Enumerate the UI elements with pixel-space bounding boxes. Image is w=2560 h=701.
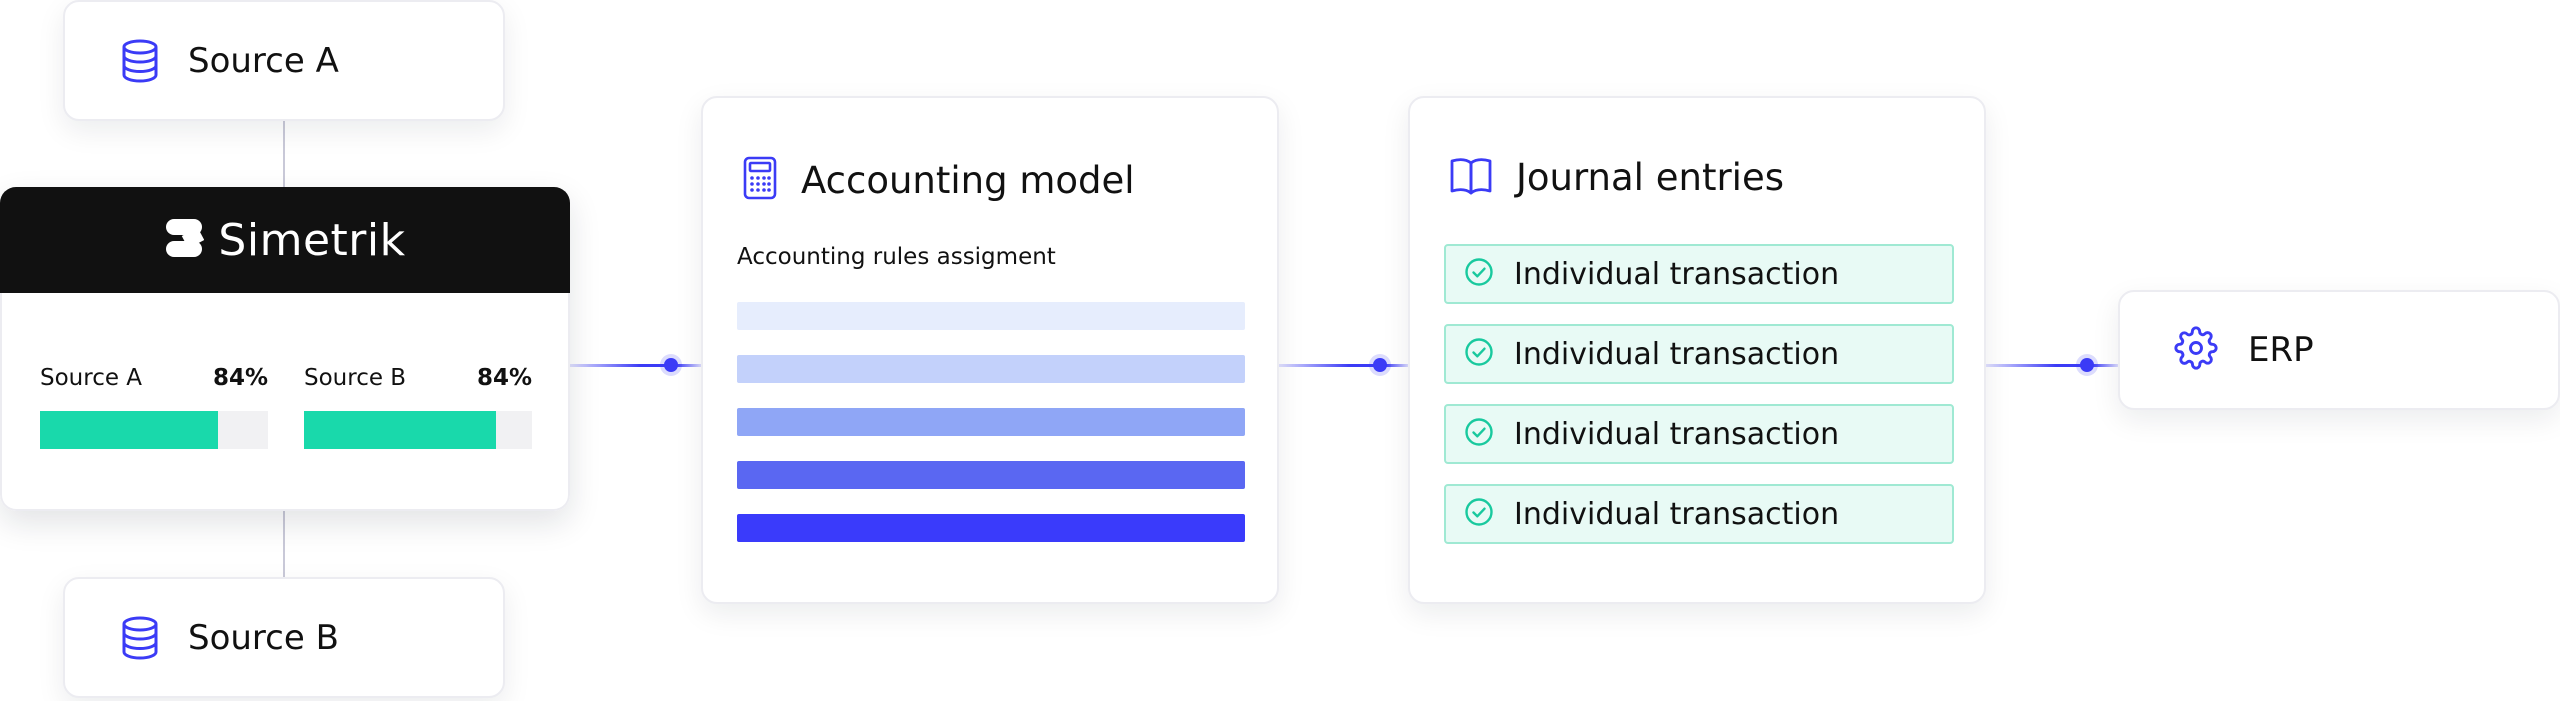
journal-entry: Individual transaction [1444,404,1954,464]
journal-entry-label: Individual transaction [1514,496,1840,532]
journal-entries-card: Journal entries Individual transaction I… [1408,96,1986,604]
source-a-card: Source A [63,0,505,121]
progress-fill [40,411,218,449]
journal-entry: Individual transaction [1444,324,1954,384]
accounting-title: Accounting model [801,158,1135,202]
metric-percent: 84% [212,365,268,391]
journal-entry-label: Individual transaction [1514,416,1840,452]
open-book-icon [1450,157,1492,199]
journal-title-row: Journal entries [1450,156,1784,199]
simetrik-body: Source A 84% Source B 84% [0,293,570,511]
connector-journal-erp [1986,364,2086,367]
connector-simetrik-accounting [570,364,670,367]
connector-source-b [283,510,285,578]
simetrik-header: Simetrik [0,187,570,293]
accounting-model-card: Accounting model Accounting rules assigm… [701,96,1279,604]
journal-entry: Individual transaction [1444,484,1954,544]
source-b-card: Source B [63,577,505,698]
gear-icon [2174,326,2218,374]
accounting-subtitle: Accounting rules assigment [737,244,1056,270]
check-circle-icon [1464,497,1494,531]
journal-title: Journal entries [1516,156,1784,199]
rule-bar [737,408,1245,436]
journal-entry-label: Individual transaction [1514,336,1840,372]
accounting-title-row: Accounting model [743,156,1135,204]
metric-source-a: Source A 84% [40,365,268,449]
check-circle-icon [1464,337,1494,371]
check-circle-icon [1464,257,1494,291]
journal-entry-label: Individual transaction [1514,256,1840,292]
rule-bar [737,514,1245,542]
connector-accounting-journal-end [1385,364,1409,367]
simetrik-wordmark: Simetrik [218,214,406,266]
progress-track [40,411,268,449]
calculator-icon [743,156,777,204]
simetrik-card: Simetrik Source A 84% Source B 84% [0,187,570,511]
metric-name: Source A [40,365,143,391]
connector-source-a [283,120,285,188]
database-icon [120,39,160,83]
rule-bar [737,302,1245,330]
connector-dot [1373,358,1387,372]
connector-accounting-journal [1279,364,1379,367]
connector-dot [2080,358,2094,372]
source-b-label: Source B [188,617,339,658]
source-a-label: Source A [188,40,339,81]
rule-bar [737,355,1245,383]
metric-source-b: Source B 84% [304,365,532,449]
journal-entry: Individual transaction [1444,244,1954,304]
rule-bar [737,461,1245,489]
metric-percent: 84% [476,365,532,391]
erp-card: ERP [2118,290,2560,410]
simetrik-logo-icon [164,217,205,263]
connector-journal-erp-end [2092,364,2119,367]
connector-simetrik-accounting-end [676,364,702,367]
check-circle-icon [1464,417,1494,451]
database-icon [120,616,160,660]
metric-name: Source B [304,365,407,391]
connector-dot [664,358,678,372]
progress-fill [304,411,496,449]
progress-track [304,411,532,449]
erp-label: ERP [2248,330,2314,370]
